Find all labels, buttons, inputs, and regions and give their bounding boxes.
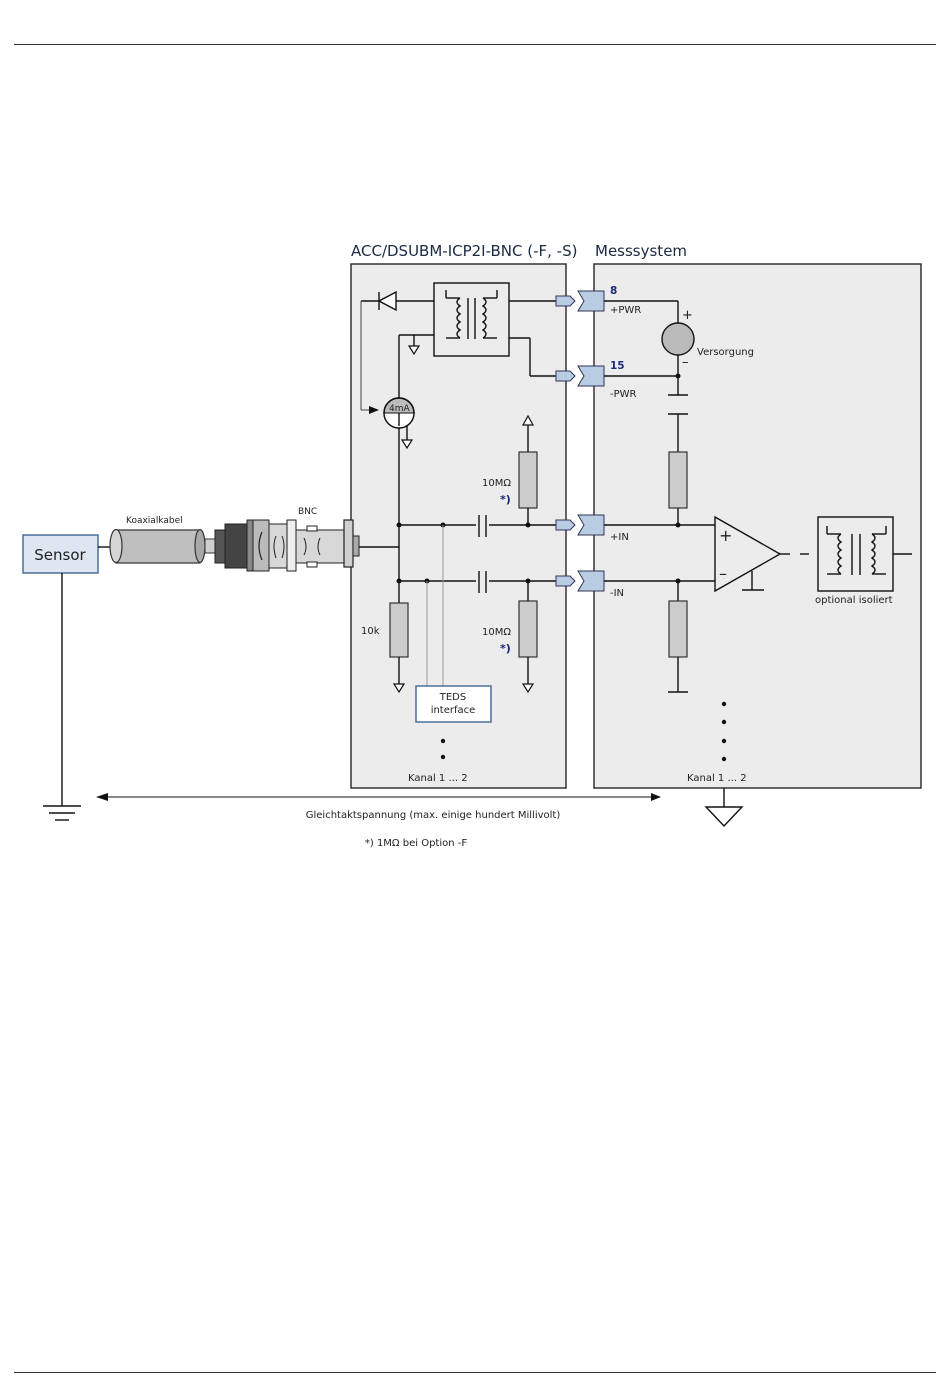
teds-label-1: TEDS	[439, 692, 466, 703]
chassis-ground-icon	[706, 807, 742, 826]
resistor-10m-bottom	[519, 601, 537, 657]
resistor-10m-bottom-label: 10MΩ	[482, 627, 511, 638]
resistor-system-top	[669, 452, 687, 508]
bnc-plug-icon	[215, 520, 296, 571]
pin-8-number: 8	[610, 285, 617, 297]
amplifier-minus-sign: –	[719, 564, 727, 583]
resistor-10m-bottom-star: *)	[500, 642, 511, 655]
pin-in-minus-label: -IN	[610, 588, 624, 599]
current-source-label: 4mA	[389, 404, 410, 414]
module-channels-label: Kanal 1 ... 2	[408, 773, 468, 784]
pin-in-plus-label: +IN	[610, 532, 629, 543]
sensor-label: Sensor	[34, 546, 86, 564]
resistor-10k-label: 10k	[361, 626, 380, 637]
option-note: *) 1MΩ bei Option -F	[365, 838, 468, 849]
module-transformer	[434, 283, 509, 356]
supply-label: Versorgung	[697, 347, 754, 358]
isolation-label: optional isoliert	[815, 595, 893, 606]
supply-minus-sign: –	[682, 355, 689, 370]
resistor-10m-top	[519, 452, 537, 508]
amplifier-plus-sign: +	[719, 526, 732, 545]
coax-cable-icon	[110, 530, 215, 564]
module-title: ACC/DSUBM-ICP2I-BNC (-F, -S)	[351, 242, 577, 260]
pin-15-number: 15	[610, 360, 625, 372]
bnc-label: BNC	[298, 507, 317, 517]
resistor-10m-top-label: 10MΩ	[482, 478, 511, 489]
resistor-system-bottom	[669, 601, 687, 657]
resistor-10m-top-star: *)	[500, 493, 511, 506]
bnc-socket-icon	[296, 520, 359, 567]
pin-pwr-plus-label: +PWR	[610, 305, 641, 316]
resistor-10k	[390, 603, 408, 657]
system-title: Messsystem	[595, 242, 687, 260]
pin-pwr-minus-label: -PWR	[610, 389, 637, 400]
earth-ground-icon	[43, 806, 81, 820]
teds-label-2: interface	[431, 705, 476, 716]
system-channels-label: Kanal 1 ... 2	[687, 773, 747, 784]
supply-plus-sign: +	[682, 308, 693, 323]
isolation-transformer	[818, 517, 893, 591]
supply-source-icon	[662, 323, 694, 355]
common-mode-label: Gleichtaktspannung (max. einige hundert …	[306, 810, 561, 821]
coax-cable-label: Koaxialkabel	[126, 516, 183, 526]
